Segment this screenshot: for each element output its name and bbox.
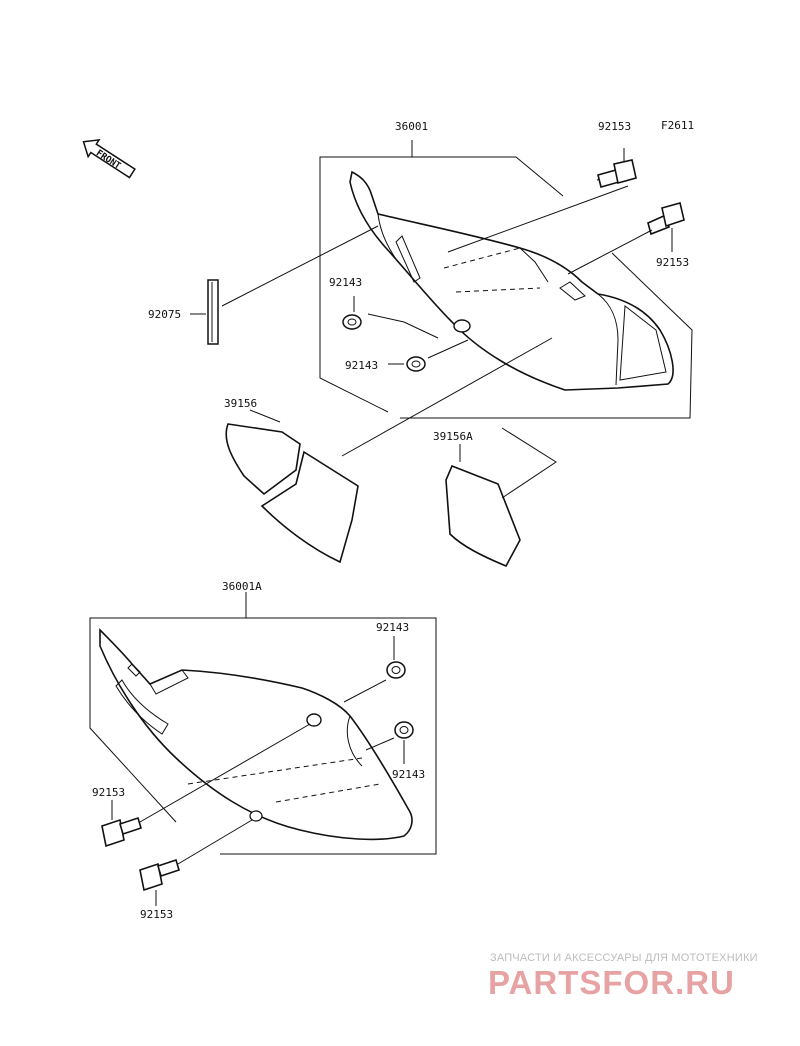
decal-39156 [225,423,359,564]
bolt-92153-upper-2 [647,202,685,236]
upper-bracket-top [412,156,564,197]
pad-92075 [207,279,219,345]
label-92143-lower-2: 92143 [392,768,425,781]
grommet-leader-2b [427,339,469,359]
lower-bracket-right [220,617,437,855]
label-92153-lower-2: 92153 [140,908,173,921]
side-cover-36001A [99,628,413,841]
front-arrow-icon: FRONT [82,138,136,179]
bolt-92153-upper-1 [596,148,637,188]
label-92153-upper-2: 92153 [656,256,689,269]
decal-a-leader [501,427,557,499]
decal-leader-2 [341,337,553,457]
label-92153-lower-1: 92153 [92,786,125,799]
bolt-lower-leader-2b [177,819,253,865]
grommet-92143-upper-1 [342,314,362,330]
label-92075: 92075 [148,308,181,321]
bolt-leader-1 [447,185,629,253]
bolt-leader-2 [567,229,653,275]
upper-bracket-right [400,252,693,419]
watermark-tagline: ЗАПЧАСТИ И АКСЕССУАРЫ ДЛЯ МОТОТЕХНИКИ [490,952,758,964]
grommet-92143-lower-2 [394,721,414,739]
grommet-lower-leader-2b [365,737,395,751]
upper-bracket-left [319,140,413,413]
bolt-92153-lower-1 [101,816,142,848]
label-92143-upper-2: 92143 [345,359,378,372]
label-36001: 36001 [395,120,428,133]
side-cover-36001 [349,170,674,391]
decal-leader [249,409,281,423]
label-92143-upper-1: 92143 [329,276,362,289]
grommet-lower-leader-1b [343,679,387,703]
figure-code: F2611 [661,119,694,132]
bolt-92153-lower-2 [139,858,180,892]
pad-leader-2 [221,225,379,307]
decal-39156A [445,464,521,568]
label-36001A: 36001A [222,580,262,593]
grommet-92143-upper-2 [406,356,426,372]
label-92143-lower-1: 92143 [376,621,409,634]
lower-bracket-left [89,592,247,823]
label-39156A: 39156A [433,430,473,443]
bolt-lower-leader-1b [139,723,311,823]
grommet-92143-lower-1 [386,661,406,679]
label-39156: 39156 [224,397,257,410]
grommet-leader-1b [367,313,439,339]
watermark-logo: PARTSFOR.RU [488,964,735,1001]
label-92153-upper-1: 92153 [598,120,631,133]
